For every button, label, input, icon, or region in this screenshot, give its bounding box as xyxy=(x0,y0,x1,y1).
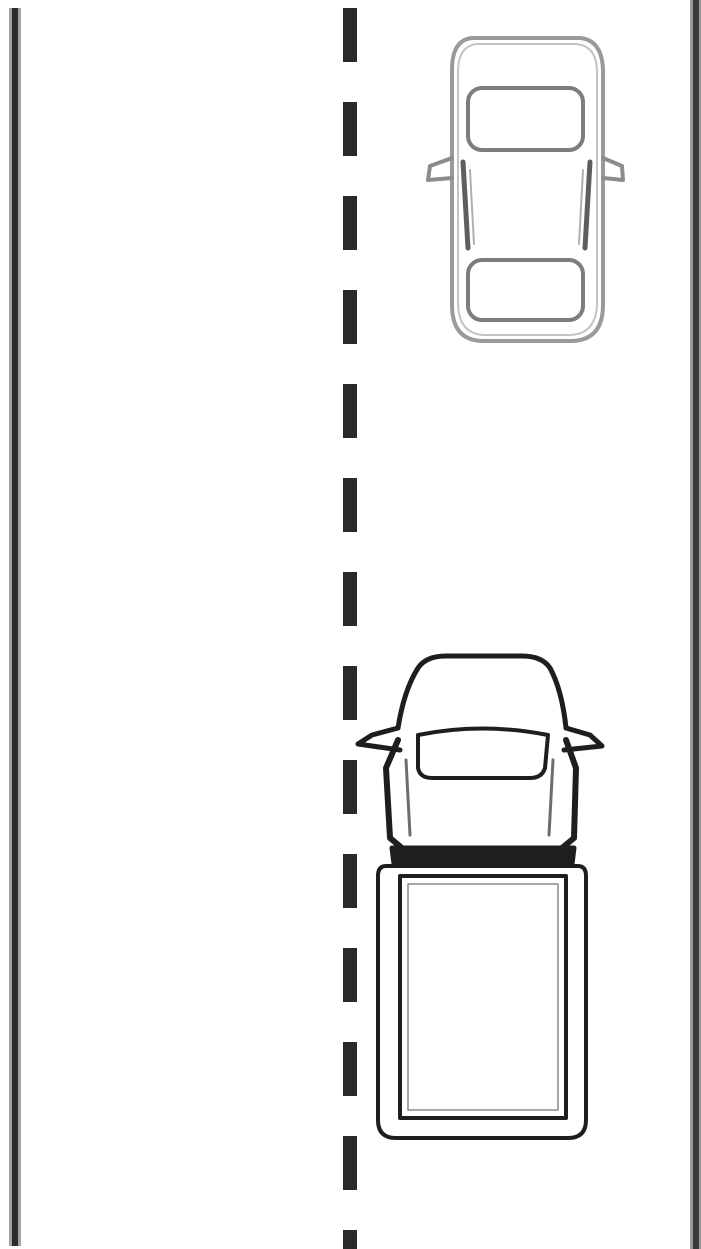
lane-dash xyxy=(343,196,357,250)
truck-windshield xyxy=(418,729,548,779)
car-rear-window xyxy=(468,260,583,320)
lane-dash xyxy=(343,8,357,62)
lane-dash xyxy=(343,290,357,344)
lane-dash xyxy=(343,1136,357,1190)
pickup-truck-top-view-icon xyxy=(358,656,602,1138)
lane-dash xyxy=(343,384,357,438)
lane-dash xyxy=(343,760,357,814)
car-windshield xyxy=(468,88,583,150)
lane-dash xyxy=(343,102,357,156)
lane-dash xyxy=(343,1042,357,1096)
lane-dash xyxy=(343,948,357,1002)
truck-hood xyxy=(398,656,566,728)
left-road-edge xyxy=(9,8,21,1246)
car-body xyxy=(452,38,603,341)
truck-bed-inner xyxy=(400,876,566,1118)
car-left-mirror xyxy=(428,158,452,180)
truck-cab-rear xyxy=(392,848,574,864)
car-right-mirror xyxy=(603,158,623,180)
center-lane-divider xyxy=(343,8,357,1249)
lane-dash xyxy=(343,572,357,626)
truck-bed xyxy=(378,866,586,1138)
truck-cab-left xyxy=(386,740,402,848)
lane-dash xyxy=(343,1230,357,1249)
car-top-view-icon xyxy=(428,38,623,341)
lane-dash xyxy=(343,854,357,908)
lane-dash xyxy=(343,478,357,532)
lane-dash xyxy=(343,666,357,720)
truck-cab-right xyxy=(562,740,576,848)
right-road-edge xyxy=(690,0,701,1249)
